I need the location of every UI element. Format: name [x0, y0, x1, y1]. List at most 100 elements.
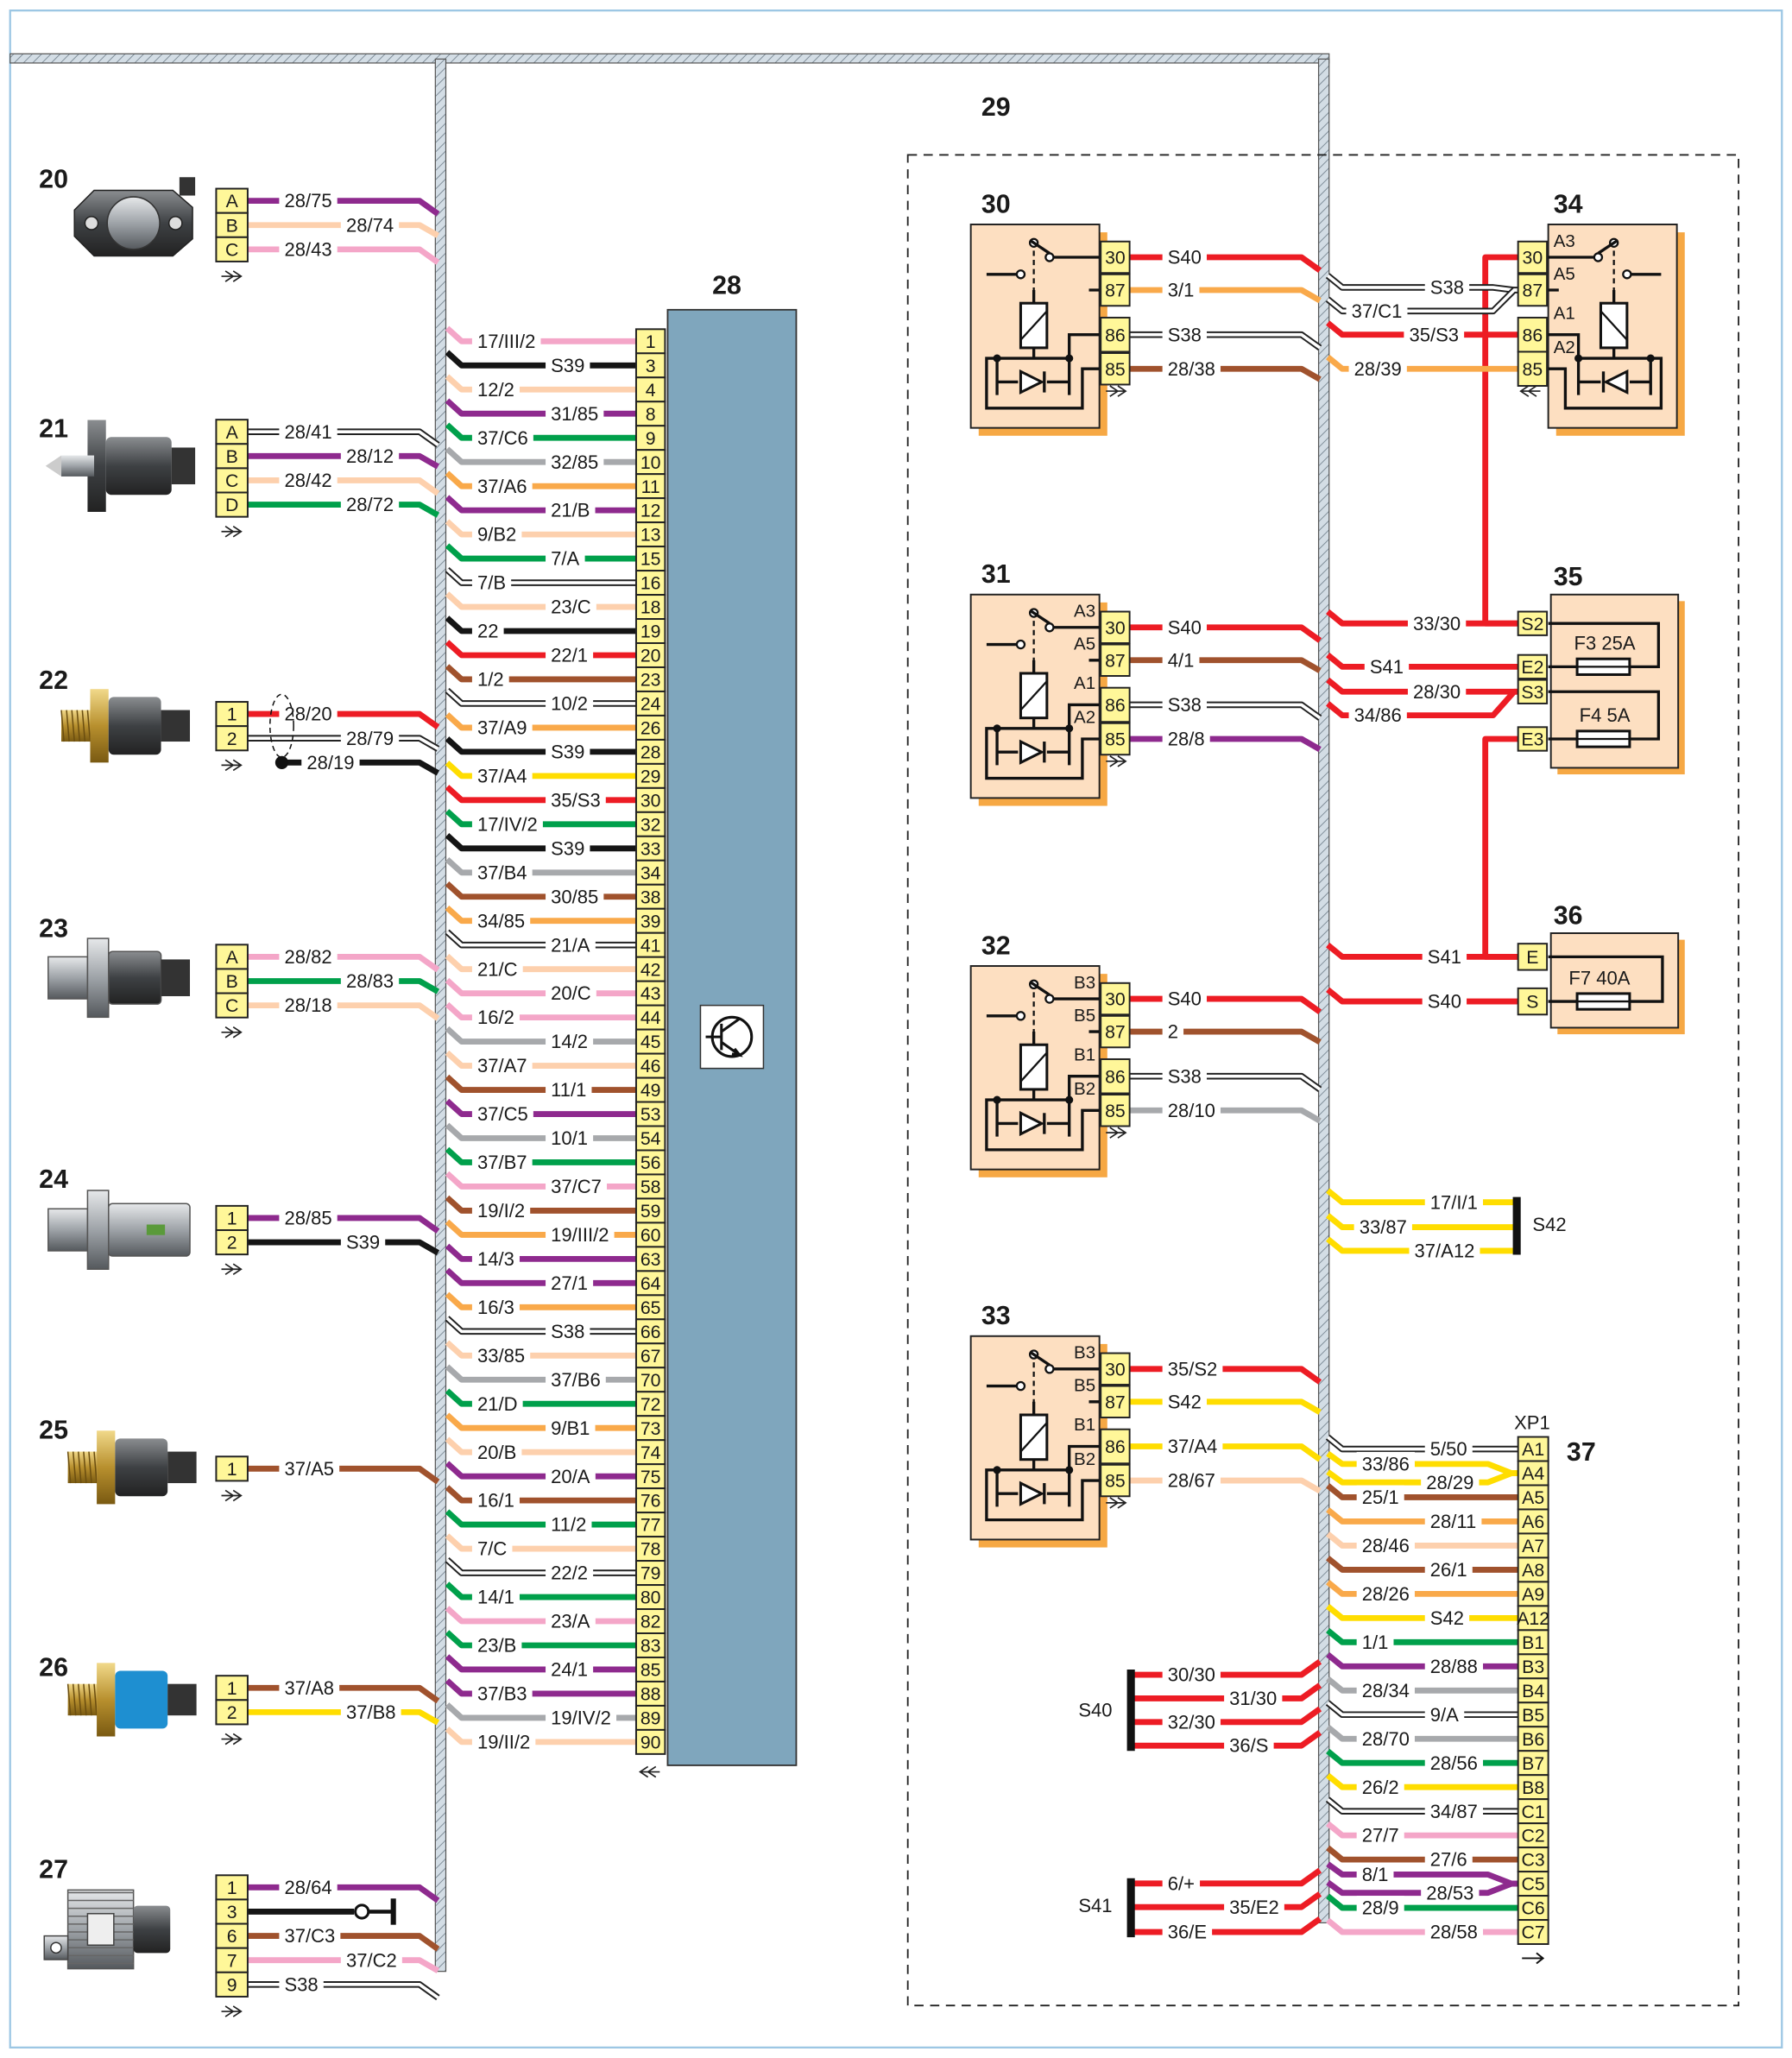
ecu-28-pin-63[interactable] [634, 1246, 666, 1272]
connector-37-pin-C2[interactable] [1517, 1822, 1549, 1849]
ecu-28-pin-45[interactable] [634, 1028, 666, 1055]
relay-34-pin-86[interactable] [1517, 316, 1549, 353]
ecu-28-pin-20[interactable] [634, 642, 666, 668]
relay-31-pin-86[interactable] [1100, 686, 1131, 723]
sensor-27-pin-9[interactable] [215, 1971, 249, 1998]
connector-37-pin-A1[interactable] [1517, 1436, 1549, 1462]
relay-31-pin-30[interactable] [1100, 610, 1131, 644]
ecu-28-pin-66[interactable] [634, 1318, 666, 1345]
ecu-28-pin-9[interactable] [634, 425, 666, 451]
relay-32-pin-85[interactable] [1100, 1094, 1131, 1127]
ecu-28-pin-80[interactable] [634, 1584, 666, 1611]
ecu-28-pin-12[interactable] [634, 497, 666, 524]
ecu-28-pin-44[interactable] [634, 1004, 666, 1031]
sensor-21-pin-B[interactable] [215, 443, 249, 470]
sensor-25-wire-label: 37/A5 [284, 1458, 334, 1480]
ecu-28-pin-85[interactable] [634, 1656, 666, 1682]
ecu-28-wire-label: 23/A [551, 1611, 590, 1632]
ecu-28-pin-29[interactable] [634, 762, 666, 789]
relay-33-pin-86[interactable] [1100, 1428, 1131, 1465]
relay-32-pin-86[interactable] [1100, 1057, 1131, 1095]
ecu-28-pin-53[interactable] [634, 1101, 666, 1127]
fuse-block-35-pin-S2[interactable] [1517, 610, 1549, 636]
relay-32-pin-30[interactable] [1100, 982, 1131, 1016]
ecu-28-pin-77[interactable] [634, 1512, 666, 1538]
relay-30-pin-87[interactable] [1100, 273, 1131, 307]
connector-37-pin-C3[interactable] [1517, 1847, 1549, 1873]
relay-30-pin-30[interactable] [1100, 240, 1131, 275]
sensor-20-pin-C[interactable] [215, 236, 249, 262]
label-gap [279, 1923, 341, 1948]
label-gap [546, 595, 596, 620]
connector-37-pin-B8[interactable] [1517, 1774, 1549, 1801]
sensor-24-pin-1[interactable] [215, 1204, 249, 1231]
sensor-26-pin-2[interactable] [215, 1699, 249, 1726]
connector-37-pin-B5[interactable] [1517, 1701, 1549, 1728]
ecu-28-pin-43[interactable] [634, 980, 666, 1007]
ecu-28-pin-90[interactable] [634, 1728, 666, 1755]
sensor-22-pin-1[interactable] [215, 701, 249, 728]
connector-37-pin-C6[interactable] [1517, 1895, 1549, 1922]
ecu-28-pin-3[interactable] [634, 352, 666, 379]
fuse-block-36-pin-E[interactable] [1517, 943, 1549, 971]
sensor-23-pin-C[interactable] [215, 992, 249, 1019]
sensor-23-pin-B[interactable] [215, 968, 249, 994]
ecu-28-pin-70[interactable] [634, 1367, 666, 1393]
relay-33-pin-87[interactable] [1100, 1385, 1131, 1419]
relay-30-pin-85[interactable] [1100, 352, 1131, 386]
sensor-22-pin-2[interactable] [215, 725, 249, 752]
relay-30-pin-86[interactable] [1100, 316, 1131, 353]
relay-32-pin-87[interactable] [1100, 1014, 1131, 1049]
ecu-28-pin-83[interactable] [634, 1632, 666, 1658]
ecu-28-pin-65[interactable] [634, 1294, 666, 1321]
relay-34-pin-85[interactable] [1517, 350, 1549, 387]
sensor-21-pin-D[interactable] [215, 491, 249, 518]
connector-37-pin-B6[interactable] [1517, 1726, 1549, 1752]
ecu-28-pin-88[interactable] [634, 1680, 666, 1707]
ecu-28-pin-38[interactable] [634, 883, 666, 910]
ecu-28-pin-75[interactable] [634, 1463, 666, 1490]
sensor-20-pin-B[interactable] [215, 211, 249, 238]
ecu-28-pin-33[interactable] [634, 835, 666, 862]
relay-34-pin-87[interactable] [1517, 273, 1549, 307]
sensor-25-pin-1[interactable] [215, 1455, 249, 1482]
splice-s41-label: S41 [1078, 1895, 1112, 1916]
ecu-28-pin-72[interactable] [634, 1391, 666, 1417]
sensor-21-pin-A[interactable] [215, 419, 249, 445]
ecu-28-pin-56[interactable] [634, 1149, 666, 1176]
relay-31-pin-85[interactable] [1100, 722, 1131, 756]
relay-34-pin-30[interactable] [1517, 240, 1549, 275]
ecu-28-wire-label: 10/1 [551, 1127, 588, 1149]
connector-37-pin-B4[interactable] [1517, 1677, 1549, 1704]
relay-33-pin-85[interactable] [1100, 1463, 1131, 1498]
ecu-28-pin-11[interactable] [634, 473, 666, 500]
ecu-28-pin-79[interactable] [634, 1560, 666, 1587]
fuse-block-36-pin-S[interactable] [1517, 987, 1549, 1016]
sensor-24-pin-2[interactable] [215, 1229, 249, 1256]
sensor-27-pin-6[interactable] [215, 1922, 249, 1949]
connector-37-pin-A8[interactable] [1517, 1556, 1549, 1583]
fuse-block-35-pin-E3[interactable] [1517, 726, 1549, 752]
fuse-block-35-pin-S3[interactable] [1517, 679, 1549, 704]
ecu-28-pin-78[interactable] [634, 1536, 666, 1562]
sensor-26-pin-1[interactable] [215, 1675, 249, 1701]
fuse-block-35-pin-E2[interactable] [1517, 653, 1549, 680]
relay-33-pin-30[interactable] [1100, 1352, 1131, 1386]
ecu-28-pin-18[interactable] [634, 594, 666, 621]
ecu-28-pin-32[interactable] [634, 811, 666, 837]
relay-31-pin-87[interactable] [1100, 643, 1131, 677]
ecu-28-wire-53 [445, 1098, 636, 1117]
ecu-28-pin-16[interactable] [634, 570, 666, 597]
ecu-28-pin-54[interactable] [634, 1125, 666, 1152]
connector-37-pin-A9[interactable] [1517, 1581, 1549, 1607]
ecu-28-pin-82[interactable] [634, 1608, 666, 1634]
ecu-28-pin-15[interactable] [634, 546, 666, 572]
connector-37-pin-C7[interactable] [1517, 1919, 1549, 1946]
ecu-28-pin-19[interactable] [634, 618, 666, 644]
ecu-28-pin-4[interactable] [634, 376, 666, 403]
ecu-28-pin-1[interactable] [634, 328, 666, 355]
ecu-28-pin-34[interactable] [634, 859, 666, 886]
ecu-28-wire-15 [445, 543, 636, 562]
ecu-28-pin-46[interactable] [634, 1052, 666, 1079]
ecu-28-pin-64[interactable] [634, 1270, 666, 1297]
